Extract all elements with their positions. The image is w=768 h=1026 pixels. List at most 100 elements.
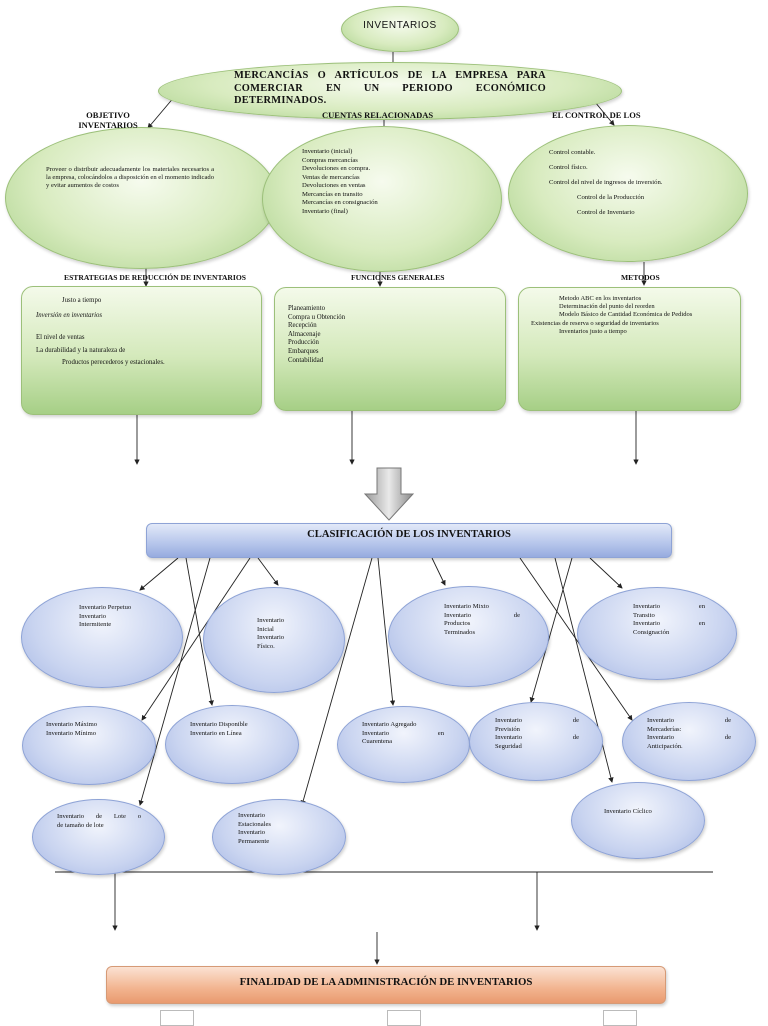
funciones-item: Recepción [288,322,317,330]
cuentas-item: Devoluciones en compra. [302,165,371,172]
clas-label: Inventario en [633,603,705,610]
clas-label: Inventario de [495,717,579,724]
clas-node-9-text: Inventario de Mercaderías: Inventario de… [647,717,731,751]
clas-label: Inventario de [647,717,731,724]
estrategias-item: La durabilidad y la naturaleza de [36,347,126,354]
definition-text: MERCANCÍAS O ARTÍCULOS DE LA EMPRESA PAR… [234,70,546,106]
clas-label: Inventario Mixto [444,603,489,610]
link-clas-n3 [431,557,446,586]
inventarios-title: INVENTARIOS [363,20,437,31]
metodos-item: Modelo Básico de Cantidad Económica de P… [559,311,693,319]
clas-node-6-text: Inventario Disponible Inventario en Líne… [190,721,248,738]
cuentas-item: Mercancías en transito [302,190,363,198]
link-def-objetivo [147,95,176,129]
cuentas-list: Inventario (inicial) Compras mercancías … [302,148,378,216]
clas-node-8-text: Inventario de Previsión Inventario de Se… [495,717,579,751]
clas-label: Anticipación. [647,742,683,750]
clas-label: de tamaño de lote [57,821,104,829]
link-clas-n4 [589,557,623,589]
control-item: Control de la Producción [577,194,645,201]
control-item: Control del nivel de ingresos de inversi… [549,179,663,186]
link-clas-n11 [300,557,373,806]
control-list: Control contable. Control físico. Contro… [549,149,662,224]
clas-node-1 [21,587,183,688]
clas-label: Inventario Máximo [46,721,98,728]
clas-node-1-text: Inventario Perpetuo Inventario Intermite… [79,604,131,630]
funciones-item: Compra u Obtención [288,313,346,321]
clas-node-3-text: Inventario Mixto Inventario de Productos… [444,603,520,637]
clas-label: Físico. [257,642,275,650]
link-clas-n10 [138,557,211,806]
estrategias-list: Justo a tiempo Inversión en inventarios … [36,297,165,368]
header-objetivo: OBJETIVO INVENTARIOS [78,110,138,129]
funciones-box [274,287,506,411]
objetivo-node [5,127,278,269]
clas-label: Inventario Cíclico [604,808,652,815]
clas-node-5-text: Inventario Máximo Inventario Mínimo [46,721,97,738]
estrategias-item: Productos perecederos y estacionales. [62,359,165,366]
clas-label: Inventario de [647,734,731,742]
clas-node-4 [577,587,737,680]
clas-label: Inventario en [362,729,444,737]
link-clas-n5 [141,557,251,721]
cuentas-item: Ventas de mercancías [302,173,360,181]
link-clas-n7 [377,557,396,706]
metodos-item: Existencias de reserva o seguridad de in… [531,319,659,327]
clas-label: Consignación [633,628,670,636]
clas-label: Inicial [257,625,274,633]
cuentas-item: Devoluciones en ventas [302,182,366,189]
clas-label: Inventario [238,829,266,837]
clas-node-10 [32,799,165,875]
funciones-item: Planeamiento [288,305,325,312]
header-control: EL CONTROL DE LOS [552,110,641,120]
clasificacion-bar [146,523,672,558]
control-item: Control de Inventario [577,209,635,216]
clas-label: Inventario de [444,611,520,619]
link-clas-n1 [139,557,179,591]
clas-node-10-text: Inventario de Lote o de tamaño de lote [57,813,141,830]
clas-label: Inventario en Línea [190,729,242,737]
header-funciones: FUNCIONES GENERALES [351,273,445,282]
clas-label: Previsión [495,725,520,733]
clas-label: Inventario [257,617,285,624]
clas-node-7-text: Inventario Agregado Inventario en Cuaren… [362,721,444,747]
clas-label: Inventario [79,612,107,620]
link-clas-n6 [185,557,214,706]
clas-node-9 [622,702,756,781]
clas-label: Inventario [238,812,266,819]
funciones-item: Contabilidad [288,356,324,364]
cuentas-node [262,126,502,272]
clas-node-11-text: Inventario Estacionales Inventario Perma… [238,812,271,846]
clas-node-8 [469,702,603,781]
clas-node-11 [212,799,346,875]
funciones-list: Planeamiento Compra u Obtención Recepció… [288,305,345,365]
estrategias-box [21,286,262,415]
control-item: Control físico. [549,164,588,171]
header-metodos: METODOS [621,273,660,282]
funciones-item: Embarques [288,347,319,355]
clas-node-12 [571,782,705,859]
clasificacion-title: CLASIFICACIÓN DE LOS INVENTARIOS [307,529,511,540]
clas-node-3 [388,586,549,687]
clas-label: Inventario en [633,620,705,628]
clas-node-2 [203,587,345,693]
estrategias-item: Inversión en inventarios [36,312,103,319]
clas-label: Estacionales [238,820,271,828]
clas-node-4-text: Inventario en Transito Inventario en Con… [633,603,705,637]
link-clas-n2 [257,557,279,586]
clas-node-5 [22,706,156,785]
cuentas-item: Inventario (final) [302,207,348,215]
clas-node-2-text: Inventario Inicial Inventario Físico. [257,617,284,651]
metodos-item: Inventarios justo a tiempo [559,327,627,335]
clas-label: Terminados [444,628,476,636]
clas-label: Mercaderías: [647,725,682,733]
clas-label: Permanente [238,837,270,845]
funciones-item: Producción [288,339,319,347]
definition-node [158,62,622,120]
inventarios-title-node [341,6,459,52]
finalidad-bar [106,966,666,1004]
clas-label: Inventario Agregado [362,721,417,728]
link-clas-n8 [529,557,573,703]
header-cuentas: CUENTAS RELACIONADAS [322,111,434,118]
clas-label: Inventario [257,634,285,642]
